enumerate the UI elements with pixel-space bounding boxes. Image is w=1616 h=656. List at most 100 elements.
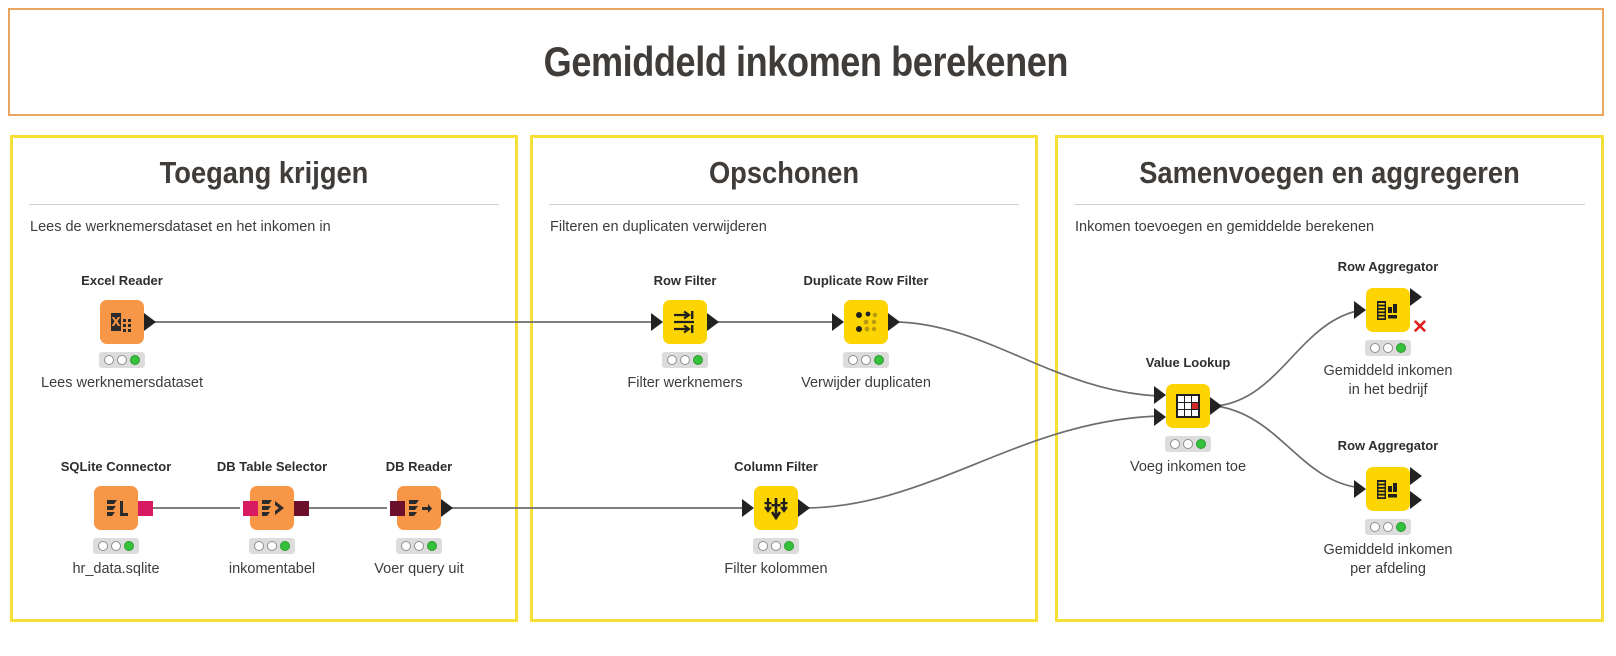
panel-title: Opschonen bbox=[708, 155, 860, 190]
node-title: SQLite Connector bbox=[60, 459, 172, 474]
panel-title: Toegang krijgen bbox=[159, 155, 369, 190]
status-led-idle bbox=[401, 541, 411, 551]
svg-text:X: X bbox=[111, 315, 121, 329]
node-label: inkomentabel bbox=[228, 561, 316, 577]
node-title: Row Aggregator bbox=[1337, 259, 1439, 274]
panel-header: Samenvoegen en aggregeren Inkomen toevoe… bbox=[1058, 138, 1601, 235]
excel-reader-icon: X bbox=[100, 300, 144, 344]
node-status bbox=[843, 352, 889, 368]
status-led-executed bbox=[874, 355, 884, 365]
panel-subtitle: Filteren en duplicaten verwijderen bbox=[550, 219, 767, 235]
workflow-title: Gemiddeld inkomen berekenen bbox=[543, 38, 1069, 85]
node-label: hr_data.sqlite bbox=[72, 561, 160, 577]
panel-divider bbox=[29, 204, 499, 205]
panel-divider bbox=[1074, 204, 1585, 205]
input-port[interactable] bbox=[1354, 301, 1366, 319]
node-warning-icon: ✕ bbox=[1412, 317, 1428, 338]
node-label: Voer query uit bbox=[374, 561, 464, 577]
status-led-idle bbox=[98, 541, 108, 551]
node-label: Verwijder duplicaten bbox=[801, 375, 931, 391]
panel-title: Samenvoegen en aggregeren bbox=[1139, 155, 1520, 190]
node-status bbox=[1365, 340, 1411, 356]
status-led-executed bbox=[1396, 522, 1406, 532]
node-title: Row Aggregator bbox=[1337, 438, 1439, 453]
status-led-executed bbox=[1396, 343, 1406, 353]
panel-header: Opschonen Filteren en duplicaten verwijd… bbox=[533, 138, 1035, 235]
status-led-idle bbox=[104, 355, 114, 365]
status-led-executed bbox=[784, 541, 794, 551]
input-port-db[interactable] bbox=[243, 501, 258, 516]
node-status bbox=[1365, 519, 1411, 535]
output-port-totals[interactable] bbox=[1410, 467, 1422, 485]
node-label-line-2: in het bedrijf bbox=[1348, 382, 1428, 398]
status-led-config bbox=[680, 355, 690, 365]
status-led-executed bbox=[130, 355, 140, 365]
status-led-idle bbox=[667, 355, 677, 365]
status-led-config bbox=[1183, 439, 1193, 449]
node-status bbox=[1165, 436, 1211, 452]
node-title: Row Filter bbox=[653, 273, 717, 288]
status-led-idle bbox=[254, 541, 264, 551]
status-led-idle bbox=[758, 541, 768, 551]
node-status bbox=[99, 352, 145, 368]
input-port[interactable] bbox=[832, 313, 844, 331]
status-led-executed bbox=[124, 541, 134, 551]
node-status bbox=[753, 538, 799, 554]
input-port-query[interactable] bbox=[390, 501, 405, 516]
node-title: Value Lookup bbox=[1145, 355, 1231, 370]
row-filter-icon bbox=[663, 300, 707, 344]
status-led-idle bbox=[1370, 343, 1380, 353]
column-filter-icon bbox=[754, 486, 798, 530]
output-port[interactable] bbox=[707, 313, 719, 331]
status-led-executed bbox=[1196, 439, 1206, 449]
duplicate-row-filter-icon bbox=[844, 300, 888, 344]
node-status bbox=[662, 352, 708, 368]
input-port-dictionary[interactable] bbox=[1154, 408, 1166, 426]
node-title: Column Filter bbox=[734, 459, 818, 474]
status-led-executed bbox=[693, 355, 703, 365]
db-reader-icon bbox=[397, 486, 441, 530]
output-port-totals[interactable] bbox=[1410, 288, 1422, 306]
status-led-config bbox=[117, 355, 127, 365]
output-port[interactable] bbox=[888, 313, 900, 331]
output-port-db[interactable] bbox=[138, 501, 153, 516]
node-label: Voeg inkomen toe bbox=[1129, 459, 1247, 475]
status-led-executed bbox=[427, 541, 437, 551]
input-port[interactable] bbox=[1354, 480, 1366, 498]
status-led-idle bbox=[1370, 522, 1380, 532]
node-title: DB Table Selector bbox=[216, 459, 328, 474]
node-label: Gemiddeld inkomen in het bedrijf bbox=[1324, 362, 1453, 400]
status-led-config bbox=[861, 355, 871, 365]
status-led-idle bbox=[1170, 439, 1180, 449]
row-aggregator-icon bbox=[1366, 288, 1410, 332]
sqlite-connector-icon bbox=[94, 486, 138, 530]
output-port-query[interactable] bbox=[294, 501, 309, 516]
node-label-line-2: per afdeling bbox=[1350, 561, 1426, 577]
status-led-executed bbox=[280, 541, 290, 551]
output-port[interactable] bbox=[1210, 397, 1222, 415]
node-status bbox=[249, 538, 295, 554]
node-title: DB Reader bbox=[385, 459, 453, 474]
status-led-config bbox=[1383, 343, 1393, 353]
node-title: Excel Reader bbox=[81, 273, 163, 288]
workflow-title-box: Gemiddeld inkomen berekenen bbox=[8, 8, 1604, 116]
status-led-config bbox=[267, 541, 277, 551]
panel-subtitle: Lees de werknemersdataset en het inkomen… bbox=[30, 219, 331, 235]
input-port[interactable] bbox=[742, 499, 754, 517]
input-port[interactable] bbox=[651, 313, 663, 331]
output-port[interactable] bbox=[798, 499, 810, 517]
panel-subtitle: Inkomen toevoegen en gemiddelde berekene… bbox=[1075, 219, 1375, 235]
input-port-table[interactable] bbox=[1154, 386, 1166, 404]
node-status bbox=[396, 538, 442, 554]
output-port[interactable] bbox=[144, 313, 156, 331]
node-title: Duplicate Row Filter bbox=[803, 273, 929, 288]
status-led-config bbox=[1383, 522, 1393, 532]
status-led-config bbox=[771, 541, 781, 551]
output-port[interactable] bbox=[441, 499, 453, 517]
row-aggregator-icon bbox=[1366, 467, 1410, 511]
node-label: Filter werknemers bbox=[627, 375, 743, 391]
output-port-groups[interactable] bbox=[1410, 491, 1422, 509]
node-label: Filter kolommen bbox=[724, 561, 828, 577]
node-label: Gemiddeld inkomen per afdeling bbox=[1324, 541, 1453, 579]
